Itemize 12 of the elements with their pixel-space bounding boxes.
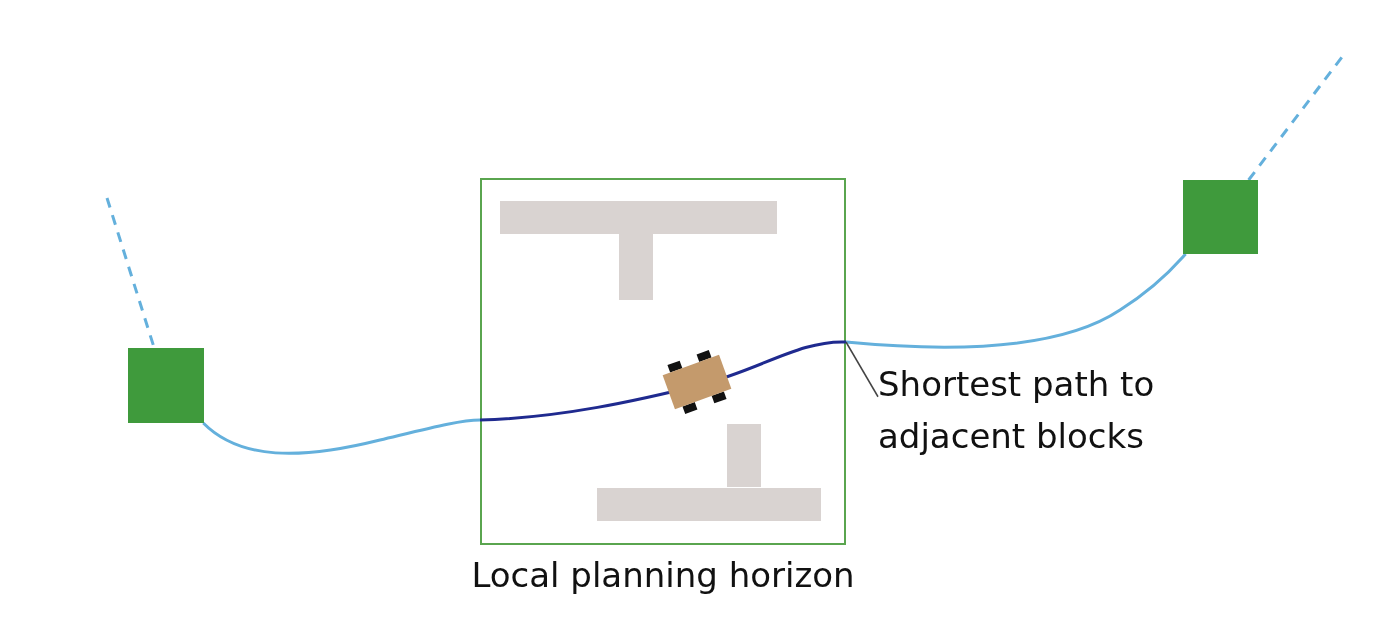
callout-text: Shortest path to adjacent blocks <box>878 358 1218 462</box>
frame-caption: Local planning horizon <box>470 555 856 595</box>
waypoint-square <box>1183 180 1258 254</box>
waypoint-square <box>128 348 204 423</box>
leader-line <box>845 341 879 398</box>
path-line <box>202 418 481 455</box>
obstacle-block <box>500 201 777 234</box>
dashed-path <box>1247 56 1344 181</box>
obstacle-block <box>727 424 761 487</box>
obstacle-block <box>597 488 821 521</box>
obstacle-block <box>619 234 653 300</box>
path-line <box>845 253 1187 349</box>
